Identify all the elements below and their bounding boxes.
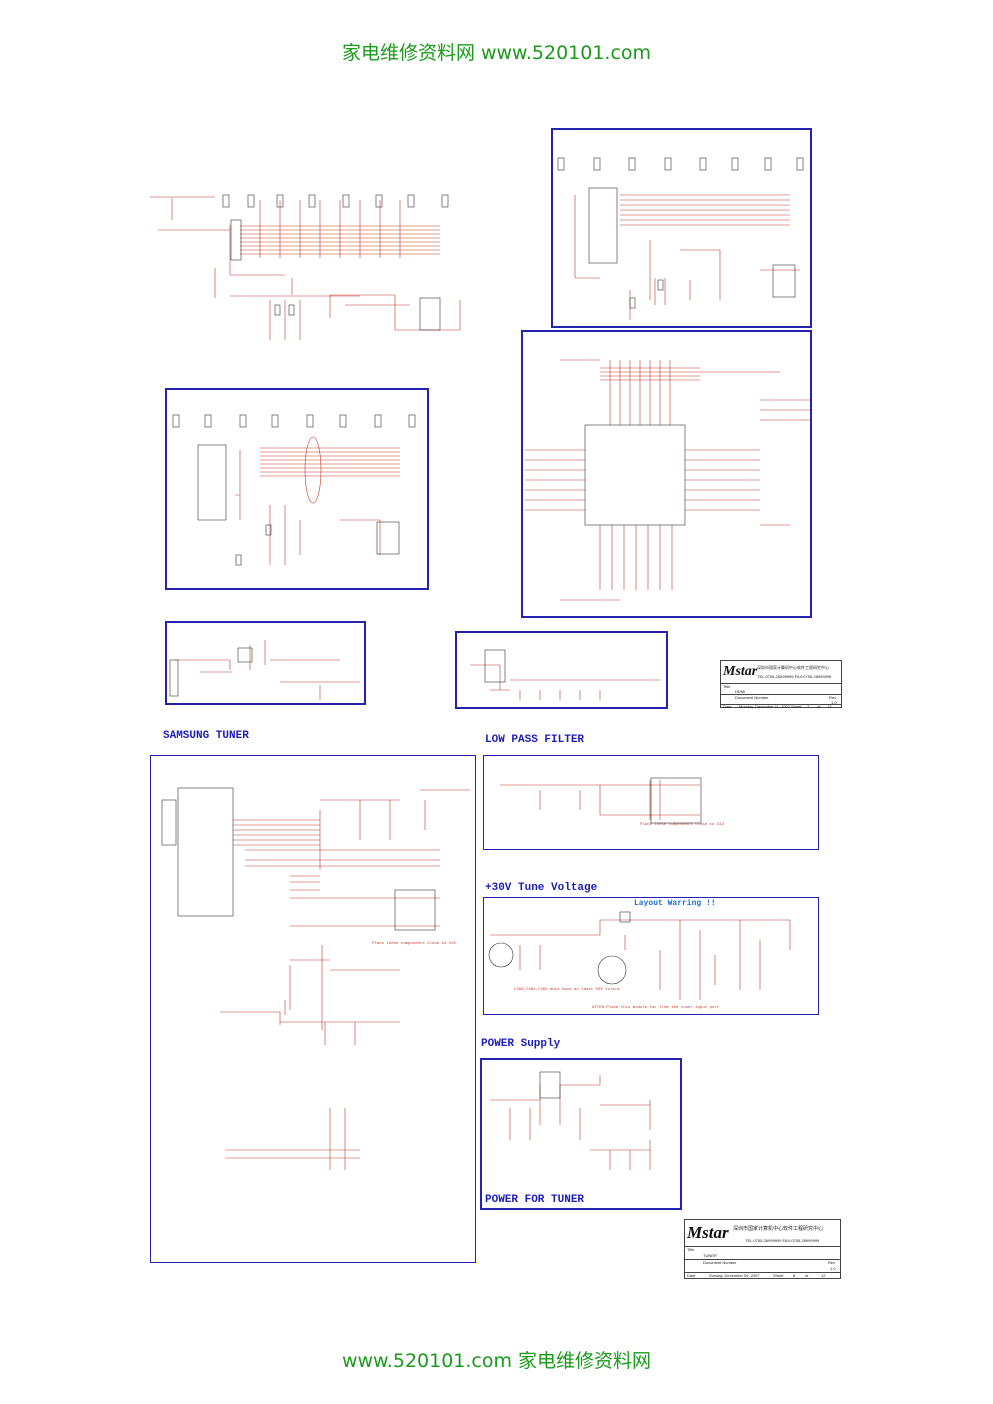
hdmi-switch-frame [521, 330, 812, 618]
section-title-power-supply: POWER Supply [481, 1038, 561, 1050]
attention-note: ATTEN:Place this module far from the tun… [592, 1006, 720, 1010]
mstar-logo: Mstar [687, 1223, 729, 1242]
regulator-frame [455, 631, 668, 709]
rev-label: Rev [829, 695, 837, 700]
samsung-tuner-frame [150, 755, 476, 1263]
date-label: Date [687, 1273, 696, 1278]
sheet-total: 12 [821, 1273, 826, 1278]
sheet-number: 8 [793, 1273, 796, 1278]
mstar-logo: Mstar [723, 664, 758, 679]
sheet-title: TUNER [703, 1253, 717, 1258]
sheet-total: 12 [827, 704, 832, 709]
date-value: Sunday, December 09, 2007 [709, 1273, 760, 1278]
section-title-samsung-tuner: SAMSUNG TUNER [163, 730, 249, 742]
date-value: Monday, December 11, 2007 [739, 704, 790, 709]
hdmi-port-1-frame [551, 128, 812, 328]
section-title-tune-voltage: +30V Tune Voltage [485, 882, 598, 894]
title-block-hdmi: Mstar 深圳市国家计算机中心软件工程研究中心 TEL:0755-269999… [720, 660, 842, 709]
rev-value: 1.0 [831, 700, 837, 705]
watermark-bottom: www.520101.com 家电维修资料网 [341, 1350, 652, 1372]
section-title-low-pass-filter: LOW PASS FILTER [485, 734, 585, 746]
of-label: of [805, 1273, 809, 1278]
company-name: 深圳市国家计算机中心软件工程研究中心 [733, 1226, 824, 1232]
sheet-title: HDMI [735, 689, 746, 694]
cec-frame [165, 621, 366, 705]
rev-label: Rev [828, 1260, 836, 1265]
company-contact: TEL:0755-26999999 FAX:0755-26999999 [757, 674, 832, 679]
date-label: Date [723, 704, 732, 709]
hdmi-port-2-frame [165, 388, 429, 590]
of-label: of [817, 704, 821, 709]
capacitor-tolerance-note: C380,C381,C382 must have an least 50V to… [514, 988, 620, 992]
power-supply-frame [480, 1058, 682, 1210]
title-label: Title [723, 684, 731, 689]
tune-voltage-frame [483, 897, 819, 1015]
document-number-label: Document Number [735, 695, 769, 700]
rev-value: 1.0 [830, 1266, 836, 1271]
watermark-top: 家电维修资料网 www.520101.com [341, 42, 652, 64]
low-pass-filter-frame [483, 755, 819, 850]
sheet-label: Sheet [773, 1273, 784, 1278]
sheet-number: 7 [807, 704, 810, 709]
document-number-label: Document Number [703, 1260, 737, 1265]
title-block-tuner: Mstar 深圳市国家计算机中心软件工程研究中心 TEL:0755-269999… [684, 1219, 841, 1279]
company-name: 深圳市国家计算机中心软件工程研究中心 [757, 665, 829, 670]
sheet-label: Sheet [791, 704, 802, 709]
section-title-power-for-tuner: POWER FOR TUNER [485, 1194, 585, 1206]
place-close-note-2: Place these components close to U22 [372, 942, 457, 946]
place-close-note-1: Place these components close to U22 [640, 823, 725, 827]
layout-warning-note: Layout Warring !! [634, 899, 716, 908]
title-label: Title [687, 1247, 695, 1252]
company-contact: TEL:0755-26999999 FAX:0755-26999999 [745, 1238, 820, 1243]
